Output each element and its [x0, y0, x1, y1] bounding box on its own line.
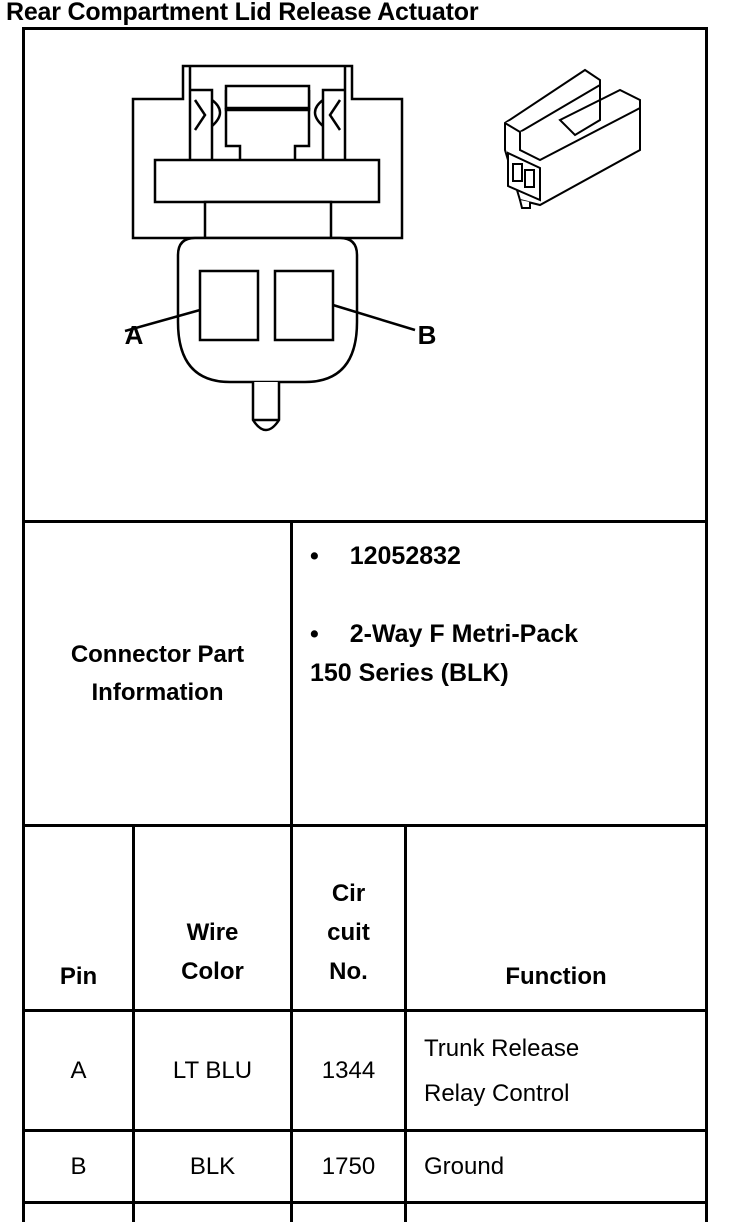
cell-pin-b: B: [70, 1152, 87, 1180]
cell-pin-a: A: [70, 1056, 87, 1084]
connector-info-label: Connector Part Information: [25, 523, 290, 824]
part-number: 12052832: [349, 542, 461, 570]
connector-info-label-line1: Connector Part: [70, 640, 245, 668]
pin-label-a: A: [125, 320, 144, 350]
page-title: Rear Compartment Lid Release Actuator: [6, 0, 479, 26]
header-function: Function: [505, 963, 607, 990]
list-item: • 2-Way F Metri-Pack: [310, 620, 578, 649]
connector-info-label-line2: Information: [91, 678, 224, 706]
cell-wire-color-b: BLK: [189, 1152, 236, 1180]
header-wire-color: Wire Color: [181, 919, 244, 985]
pin-label-b: B: [418, 320, 437, 350]
cell-circuit-a: 1344: [321, 1056, 376, 1084]
connector-face-icon: A B: [125, 64, 641, 432]
connector-series: 150 Series (BLK): [310, 659, 509, 687]
cell-function-a: Trunk Release Relay Control: [424, 1034, 580, 1107]
cell-circuit-b: 1750: [321, 1152, 376, 1180]
cell-wire-color-a: LT BLU: [172, 1056, 253, 1084]
bullet-icon: •: [310, 620, 319, 648]
header-pin: Pin: [59, 963, 98, 990]
cell-function-b: Ground: [424, 1152, 505, 1180]
connector-type: 2-Way F Metri-Pack: [349, 620, 579, 648]
list-item: • 12052832: [310, 542, 461, 571]
header-circuit-no: Cir cuit No.: [327, 880, 370, 985]
bullet-icon: •: [310, 542, 319, 570]
